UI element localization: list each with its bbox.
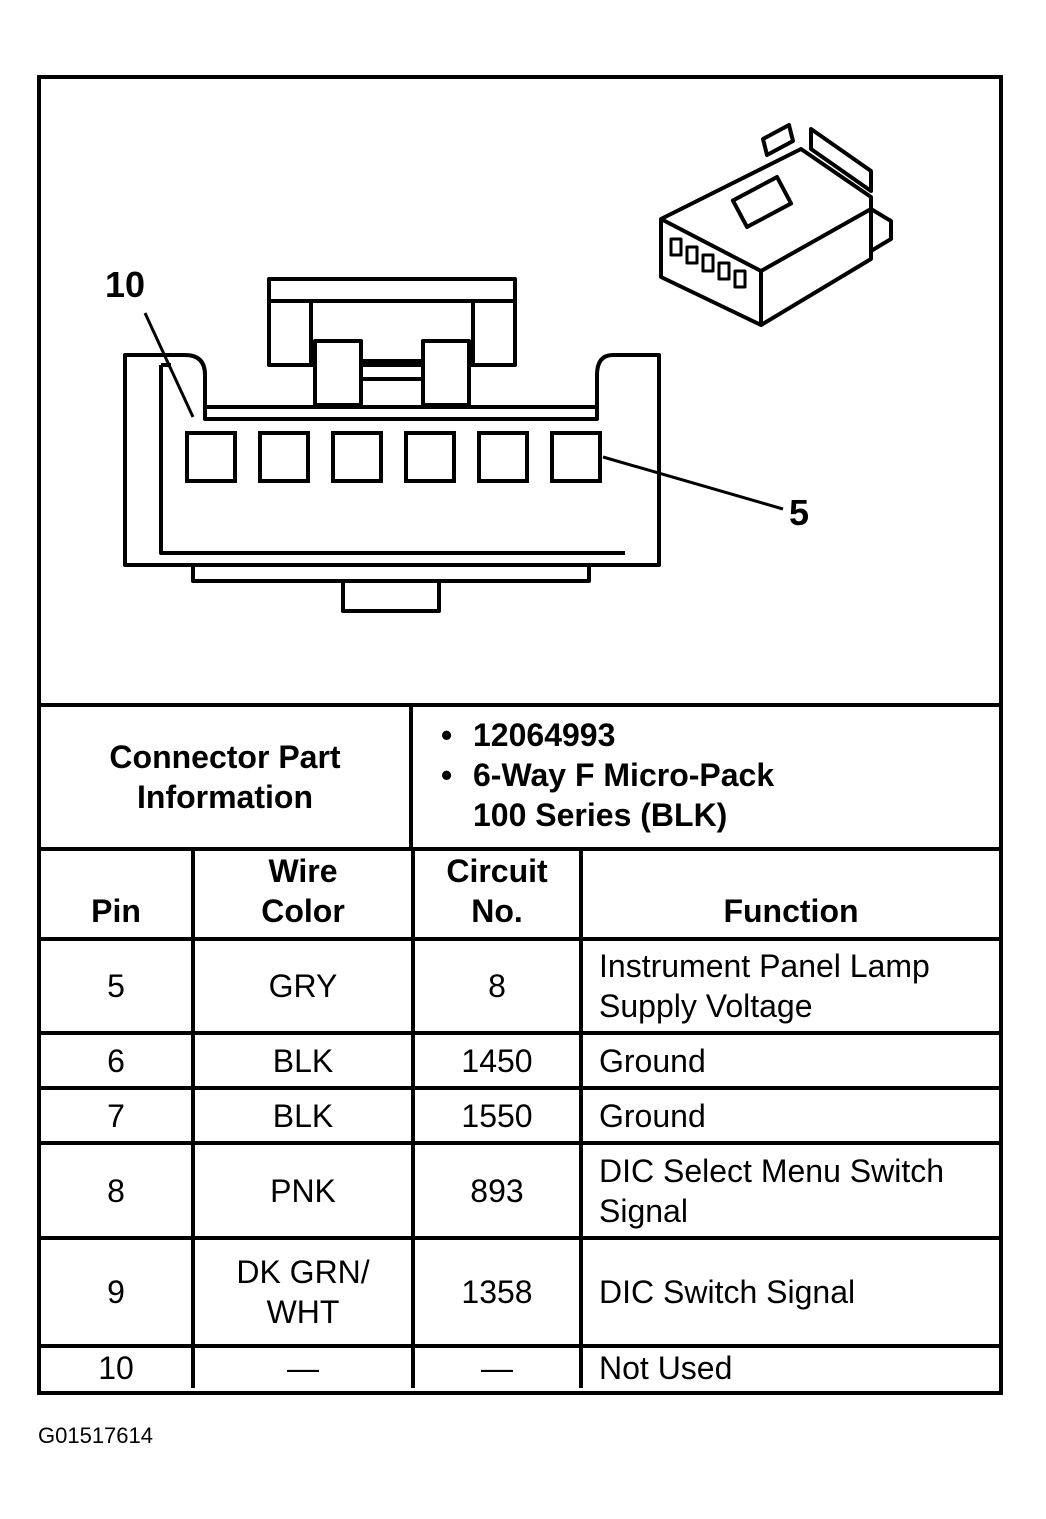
bullet-dot: • (441, 757, 453, 793)
callout-label-pin-5: 5 (789, 492, 810, 533)
table-row: 6 BLK 1450 Ground (41, 1031, 999, 1090)
pin-cell: 6 (41, 1031, 195, 1090)
pin-cell: 10 (41, 1344, 195, 1388)
header-function: Function (579, 851, 999, 941)
circuit-cell: 8 (411, 937, 583, 1035)
connector-part-info-label: Connector Part Information (41, 707, 413, 847)
header-wire-color: Wire Color (191, 851, 415, 941)
connector-latch (267, 277, 517, 407)
connector-housing (123, 353, 661, 567)
connector-face-drawing (123, 123, 893, 613)
function-cell: Not Used (579, 1344, 999, 1388)
callout-leader-5 (602, 455, 784, 511)
pin-cell: 8 (41, 1141, 195, 1240)
function-cell: DIC Select Menu Switch Signal (579, 1141, 999, 1240)
wire-color-cell: PNK (191, 1141, 415, 1240)
circuit-cell: 893 (411, 1141, 583, 1240)
wire-color-cell: BLK (191, 1086, 415, 1145)
part-number: 12064993 (473, 717, 616, 753)
table-row: 7 BLK 1550 Ground (41, 1086, 999, 1145)
connector-diagram: 10 5 (41, 79, 999, 703)
part-number-item: • 12064993 (441, 715, 999, 755)
connector-type: 6-Way F Micro-Pack 100 Series (BLK) (473, 757, 775, 833)
callout-label-pin-10: 10 (105, 264, 146, 305)
table-row: 8 PNK 893 DIC Select Menu Switch Signal (41, 1141, 999, 1240)
connector-part-information: Connector Part Information • 12064993 • … (41, 703, 999, 851)
pin-table: Pin Wire Color Circuit No. Function 5 GR… (41, 851, 999, 1388)
pin-cell: 9 (41, 1236, 195, 1348)
circuit-cell: 1358 (411, 1236, 583, 1348)
pin-cavity (185, 431, 237, 483)
circuit-cell: 1450 (411, 1031, 583, 1090)
pin-cavity (258, 431, 310, 483)
connector-isometric-sketch (659, 123, 893, 327)
header-pin: Pin (41, 851, 195, 941)
connector-figure-frame: 10 5 Connector Part Information • 120649… (37, 75, 1003, 1395)
table-row: 9 DK GRN/ WHT 1358 DIC Switch Signal (41, 1236, 999, 1348)
pin-cavity (477, 431, 529, 483)
pin-cavity (331, 431, 383, 483)
bullet-dot: • (441, 717, 453, 753)
wire-color-cell: DK GRN/ WHT (191, 1236, 415, 1348)
function-cell: Ground (579, 1031, 999, 1090)
function-cell: Ground (579, 1086, 999, 1145)
pin-cavities (185, 431, 602, 483)
connector-part-info-label-text: Connector Part Information (109, 739, 341, 815)
header-circuit-no: Circuit No. (411, 851, 583, 941)
wire-color-cell: — (191, 1344, 415, 1388)
function-cell: Instrument Panel Lamp Supply Voltage (579, 937, 999, 1035)
table-row: 5 GRY 8 Instrument Panel Lamp Supply Vol… (41, 937, 999, 1035)
circuit-cell: 1550 (411, 1086, 583, 1145)
pin-table-header-row: Pin Wire Color Circuit No. Function (41, 851, 999, 941)
table-row: 10 — — Not Used (41, 1344, 999, 1388)
pin-cavity (404, 431, 456, 483)
wire-color-cell: BLK (191, 1031, 415, 1090)
pin-cell: 5 (41, 937, 195, 1035)
figure-id: G01517614 (38, 1423, 153, 1448)
pin-cell: 7 (41, 1086, 195, 1145)
pin-cavity (550, 431, 602, 483)
function-cell: DIC Switch Signal (579, 1236, 999, 1348)
callout-leader-10 (143, 312, 195, 418)
circuit-cell: — (411, 1344, 583, 1388)
connector-part-info-values: • 12064993 • 6-Way F Micro-Pack 100 Seri… (413, 707, 999, 847)
wire-color-cell: GRY (191, 937, 415, 1035)
connector-type-item: • 6-Way F Micro-Pack 100 Series (BLK) (441, 755, 999, 835)
